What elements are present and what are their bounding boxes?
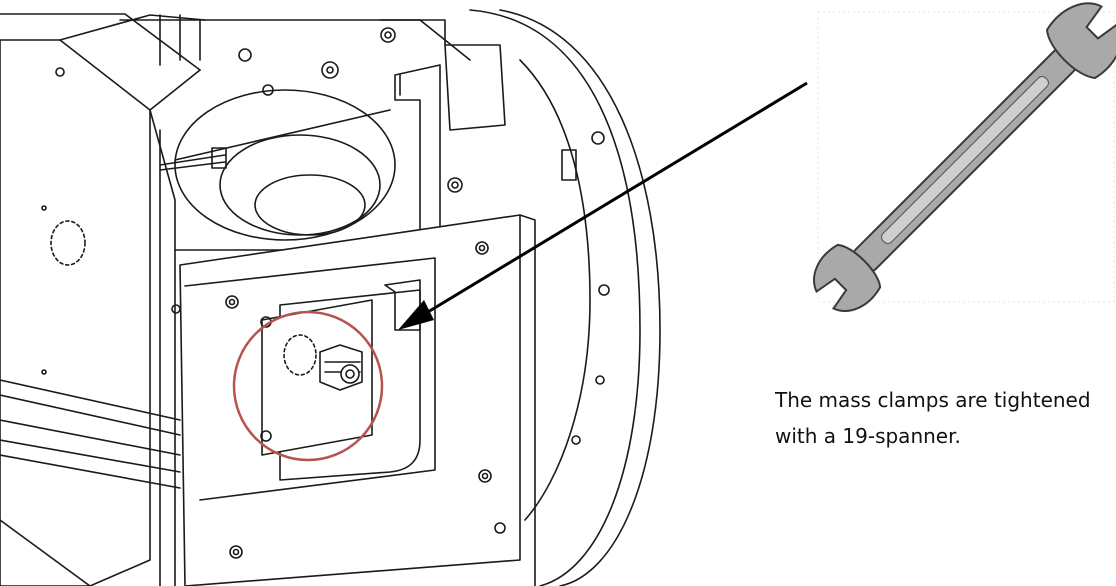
caption-line-2: with a 19-spanner. [775, 424, 961, 448]
machine-drawing [0, 9, 661, 586]
caption-text: The mass clamps are tightened with a 19-… [775, 382, 1116, 454]
open-end-spanner-icon [813, 2, 1116, 312]
outer-ring [469, 9, 641, 586]
pointer-arrow-icon [398, 81, 808, 330]
vertical-arm [394, 64, 441, 241]
clamp-highlight-circle [232, 310, 384, 462]
disc-outer [174, 89, 396, 241]
caption-line-1: The mass clamps are tightened [775, 388, 1091, 412]
plate-window [279, 289, 421, 481]
housing-hole [50, 220, 86, 266]
left-housing-panel [0, 39, 151, 586]
